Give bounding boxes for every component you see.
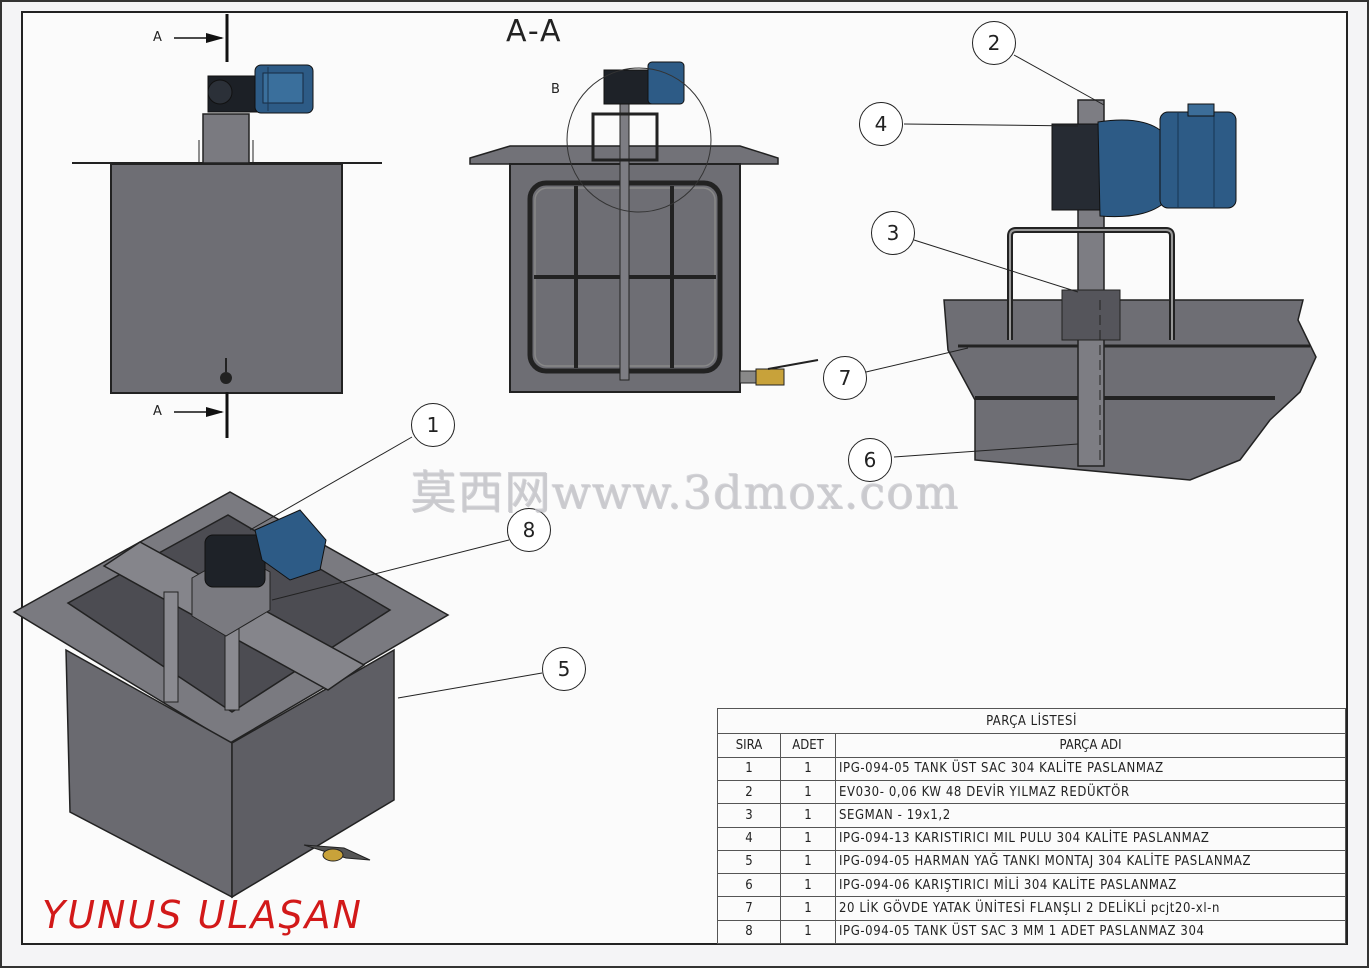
row-name: IPG-094-06 KARIŞTIRICI MİLİ 304 KALİTE P… (835, 873, 1346, 898)
front-view (72, 14, 382, 438)
table-row: 7 1 20 LİK GÖVDE YATAK ÜNİTESİ FLANŞLI 2… (717, 896, 1346, 921)
row-no: 3 (717, 803, 781, 828)
row-name: 20 LİK GÖVDE YATAK ÜNİTESİ FLANŞLI 2 DEL… (835, 896, 1346, 921)
row-no: 6 (717, 873, 781, 898)
table-row: 6 1 IPG-094-06 KARIŞTIRICI MİLİ 304 KALİ… (717, 873, 1346, 898)
row-qty: 1 (780, 779, 836, 805)
watermark: 莫西网www.3dmox.com (410, 465, 959, 519)
row-name: IPG-094-05 TANK ÜST SAC 304 KALİTE PASLA… (835, 756, 1346, 781)
balloon-7: 7 (823, 356, 867, 400)
author-signature: YUNUS ULAŞAN (42, 893, 363, 937)
table-row: 1 1 IPG-094-05 TANK ÜST SAC 304 KALİTE P… (717, 756, 1346, 781)
column-header-qty: ADET (780, 733, 836, 758)
row-no: 5 (717, 849, 781, 875)
row-no: 2 (717, 779, 781, 805)
balloon-1: 1 (411, 403, 455, 447)
balloon-8: 8 (507, 508, 551, 552)
column-header-name: PARÇA ADI (835, 733, 1346, 758)
column-header-no: SIRA (717, 733, 781, 758)
balloon-6: 6 (848, 438, 892, 482)
table-row: 2 1 EV030- 0,06 KW 48 DEVİR YILMAZ REDÜK… (717, 779, 1346, 805)
balloon-4: 4 (859, 102, 903, 146)
row-qty: 1 (780, 826, 836, 851)
row-qty: 1 (780, 849, 836, 875)
section-view (469, 61, 819, 393)
row-no: 7 (717, 896, 781, 921)
balloon-2: 2 (972, 21, 1016, 65)
section-marker-top: A (153, 30, 162, 45)
row-qty: 1 (780, 896, 836, 921)
row-qty: 1 (780, 803, 836, 828)
detail-label: B (551, 82, 560, 97)
row-name: IPG-094-05 TANK ÜST SAC 3 MM 1 ADET PASL… (835, 919, 1346, 945)
row-no: 8 (717, 919, 781, 945)
row-name: SEGMAN - 19x1,2 (835, 803, 1346, 828)
table-row: 4 1 IPG-094-13 KARISTIRICI MIL PULU 304 … (717, 826, 1346, 851)
row-name: IPG-094-05 HARMAN YAĞ TANKI MONTAJ 304 K… (835, 849, 1346, 875)
table-row: 3 1 SEGMAN - 19x1,2 (717, 803, 1346, 828)
section-marker-bottom: A (153, 404, 162, 419)
table-row: 5 1 IPG-094-05 HARMAN YAĞ TANKI MONTAJ 3… (717, 849, 1346, 875)
balloon-5: 5 (542, 647, 586, 691)
parts-list-title: PARÇA LİSTESİ (717, 707, 1346, 735)
row-no: 1 (717, 756, 781, 781)
row-name: EV030- 0,06 KW 48 DEVİR YILMAZ REDÜKTÖR (835, 779, 1346, 805)
leader-lines (249, 54, 1105, 699)
row-qty: 1 (780, 756, 836, 781)
table-row: 8 1 IPG-094-05 TANK ÜST SAC 3 MM 1 ADET … (717, 919, 1346, 945)
row-no: 4 (717, 826, 781, 851)
row-name: IPG-094-13 KARISTIRICI MIL PULU 304 KALİ… (835, 826, 1346, 851)
row-qty: 1 (780, 873, 836, 898)
detail-view (943, 99, 1317, 481)
section-title: A-A (506, 14, 563, 49)
row-qty: 1 (780, 919, 836, 945)
parts-list-table: PARÇA LİSTESİ SIRA ADET PARÇA ADI 1 1 IP… (717, 707, 1346, 945)
balloon-3: 3 (871, 211, 915, 255)
isometric-view (12, 491, 450, 899)
